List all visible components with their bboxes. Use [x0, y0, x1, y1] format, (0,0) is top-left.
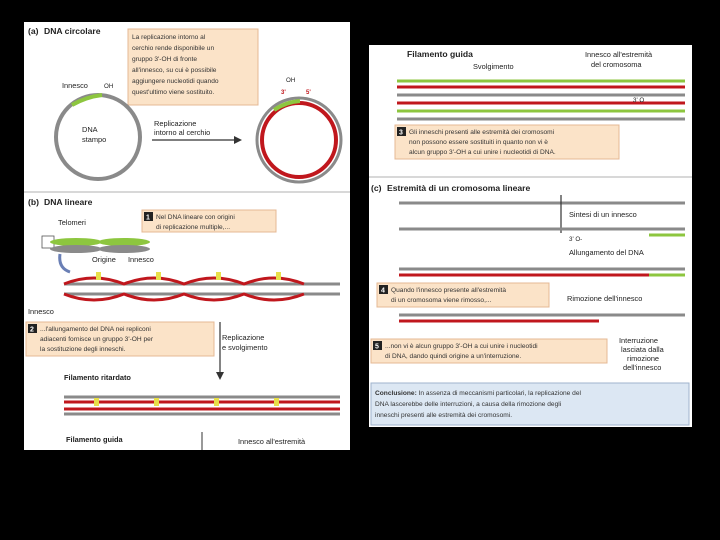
chromosome-arm-1 — [50, 238, 102, 246]
strand-pair-4 — [399, 315, 685, 321]
left-panel: (a) DNA circolare La replicazione intorn… — [24, 22, 350, 450]
arrow-head-down-b — [216, 372, 224, 380]
filamento-guida-label-r: Filamento guida — [407, 49, 473, 59]
step-number-4: 4 — [381, 288, 385, 295]
box3-line-1: Gli inneschi presenti alle estremità dei… — [409, 129, 555, 136]
title-dna-circolare: DNA circolare — [44, 26, 101, 36]
step-number-3: 3 — [399, 130, 403, 137]
interruzione-line-3: rimozione — [627, 354, 659, 363]
prime-5-circle: 5' — [306, 90, 311, 96]
title-estremita: Estremità di un cromosoma lineare — [387, 183, 530, 193]
conclusion-text-1: In assenza di meccanismi particolari, la… — [417, 390, 582, 397]
box4-line-1: Quando l'innesco presente all'estremità — [391, 287, 506, 294]
chromosome-arm-3 — [50, 245, 102, 253]
conclusion-bold: Conclusione: — [375, 390, 417, 397]
label-b: (b) — [28, 197, 39, 207]
right-panel: Filamento guida Svolgimento Innesco all'… — [369, 45, 692, 427]
chromosome-arm-4 — [98, 245, 150, 253]
rep-cerchio-line-2: intorno al cerchio — [154, 128, 210, 137]
origine-label: Origine — [92, 255, 116, 264]
arrow-head-replication — [234, 136, 242, 144]
svolgimento-label: Svolgimento — [473, 62, 514, 71]
innesco-label-c: Innesco — [28, 307, 54, 316]
left-diagram: (a) DNA circolare La replicazione intorn… — [24, 22, 350, 450]
zoom-arrow — [60, 254, 70, 272]
dna-stampo-line-1: DNA — [82, 125, 98, 134]
oh3-label: 3' O — [633, 97, 644, 104]
step-number-1: 1 — [146, 215, 150, 222]
circular-dna-outer — [257, 98, 341, 182]
chromosome-arm-2 — [98, 238, 150, 246]
a-box-line-6: quest'ultimo viene sostituito. — [132, 89, 214, 96]
conclusion-line-3: inneschi presenti alle estremità dei cro… — [375, 412, 512, 419]
sintesi-label: Sintesi di un innesco — [569, 210, 637, 219]
rimozione-label: Rimozione dell'innesco — [567, 294, 642, 303]
rep-svolg-line-2: e svolgimento — [222, 343, 268, 352]
oh-label-a2: OH — [286, 77, 295, 84]
filamento-ritardato-label: Filamento ritardato — [64, 373, 131, 382]
telomeri-label: Telomeri — [58, 218, 86, 227]
conclusion-line-1: Conclusione: In assenza di meccanismi pa… — [375, 390, 581, 397]
box4-line-2: di un cromosoma viene rimosso,... — [391, 297, 492, 304]
dna-stampo-line-2: stampo — [82, 135, 106, 144]
a-box-line-5: aggiungere nucleotidi quando — [132, 78, 219, 85]
a-box-line-2: cerchio rende disponibile un — [132, 45, 214, 52]
innesco-label-a: Innesco — [62, 81, 88, 90]
title-dna-lineare: DNA lineare — [44, 197, 93, 207]
box2-line-3: la sostituzione degli inneschi. — [40, 346, 126, 353]
circular-dna-new — [262, 103, 336, 177]
step-number-5: 5 — [375, 344, 379, 351]
interruzione-line-2: lasciata dalla — [621, 345, 665, 354]
innesco-estremita-label-b: Innesco all'estremità — [238, 437, 306, 446]
strand-pair-2 — [399, 229, 685, 235]
a-box-line-4: all'innesco, su cui è possibile — [132, 67, 217, 74]
filamento-guida-label-b: Filamento guida — [66, 435, 124, 444]
box3-line-3: alcun gruppo 3'-OH a cui unire i nucleot… — [409, 149, 556, 156]
label-a: (a) — [28, 26, 39, 36]
replication-bubbles-row-1 — [64, 272, 340, 300]
innesco-estremita-line-2: del cromosoma — [591, 60, 642, 69]
conclusion-line-2: DNA lascerebbe delle interruzioni, a cau… — [375, 401, 562, 408]
right-diagram: Filamento guida Svolgimento Innesco all'… — [369, 45, 692, 427]
strand-pair-3 — [399, 269, 685, 275]
a-box-line-3: gruppo 3'-OH di fronte — [132, 56, 197, 63]
interruzione-line-4: dell'innesco — [623, 363, 661, 372]
box2-line-1: ...l'allungamento del DNA nei repliconi — [40, 326, 151, 333]
label-c: (c) — [371, 183, 382, 193]
prime-3-circle: 3' — [281, 90, 286, 96]
rep-svolg-line-1: Replicazione — [222, 333, 264, 342]
rep-cerchio-line-1: Replicazione — [154, 119, 196, 128]
box5-line-2: di DNA, dando quindi origine a un'interr… — [385, 353, 521, 360]
replication-bubbles-row-2 — [64, 397, 340, 414]
allungamento-label: Allungamento del DNA — [569, 248, 644, 257]
box1-line-1: Nel DNA lineare con origini — [156, 214, 235, 221]
box1-line-2: di replicazione multiple,... — [156, 224, 230, 231]
interruzione-line-1: Interruzione — [619, 336, 658, 345]
oh3b-label: 3' O- — [569, 236, 582, 243]
box3-line-2: non possono essere sostituiti in quanto … — [409, 139, 548, 146]
box5-line-1: ...non vi è alcun gruppo 3'-OH a cui uni… — [385, 343, 538, 350]
oh-label-a: OH — [104, 83, 113, 90]
a-box-line-1: La replicazione intorno al — [132, 34, 206, 41]
step-number-2: 2 — [30, 327, 34, 334]
box2-line-2: adiacenti fornisce un gruppo 3'-OH per — [40, 336, 154, 343]
innesco-estremita-line-1: Innesco all'estremità — [585, 50, 653, 59]
innesco-label-b: Innesco — [128, 255, 154, 264]
